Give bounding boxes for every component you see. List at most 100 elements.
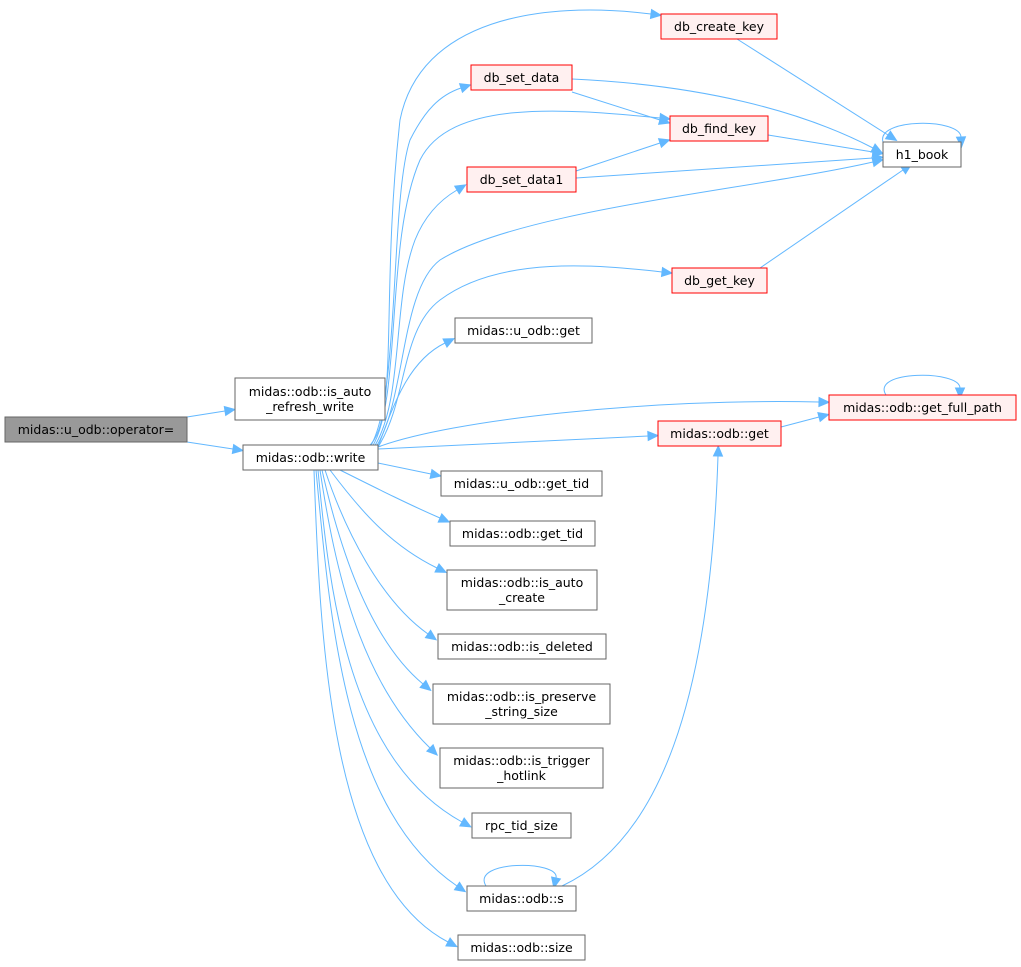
edge-db_create_key-to-h1_book [736, 38, 889, 136]
edge-odb_write-to-is_deleted [324, 469, 429, 635]
edge-db_set_data1-to-db_find_key [575, 142, 661, 172]
node-box[interactable] [466, 166, 577, 193]
node-label: midas::odb::s [479, 891, 564, 906]
node-odb-write[interactable]: midas::odb::write [242, 444, 379, 471]
node-db-get-key[interactable]: db_get_key [671, 267, 768, 294]
node-odb-size[interactable]: midas::odb::size [457, 934, 586, 961]
node-is-preserve-string-size[interactable]: midas::odb::is_preserve_string_size [432, 683, 611, 725]
node-db-find-key[interactable]: db_find_key [669, 115, 769, 142]
arrowhead-odb_write-to-odb_size [445, 937, 458, 948]
arrowhead-odb_write-to-is_preserve_string_size [419, 679, 432, 692]
edge-h1_book-to-h1_book [882, 122, 962, 143]
node-u-odb-operator[interactable]: midas::u_odb::operator= [4, 416, 188, 443]
node-label: midas::odb::get_full_path [843, 400, 1002, 415]
edge-odb_write-to-db_find_key [371, 110, 661, 448]
node-is-deleted[interactable]: midas::odb::is_deleted [437, 633, 607, 660]
arrowhead-odb_write-to-odb_get [647, 430, 660, 442]
node-label: midas::odb::is_auto [461, 575, 584, 590]
arrowhead-odb_s-to-odb_s [550, 876, 562, 889]
arrowhead-odb_write-to-rpc_tid_size [459, 817, 472, 828]
edge-odb_write-to-db_set_data1 [373, 189, 458, 448]
edge-db_set_data-to-h1_book [571, 78, 874, 149]
arrowhead-odb_write-to-is_trigger_hotlink [425, 743, 439, 756]
arrowhead-odb_write-to-u_odb_get_tid [429, 468, 442, 480]
node-rpc-tid-size[interactable]: rpc_tid_size [471, 812, 572, 839]
node-box[interactable] [440, 470, 603, 497]
node-box[interactable] [242, 444, 379, 471]
node-label: midas::odb::is_preserve [447, 689, 597, 704]
edge-odb_write-to-h1_book [375, 161, 874, 448]
node-is-trigger-hotlink[interactable]: midas::odb::is_trigger_hotlink [439, 747, 604, 789]
node-odb-get-tid[interactable]: midas::odb::get_tid [449, 520, 596, 547]
node-u-odb-get[interactable]: midas::u_odb::get [454, 317, 593, 344]
edge-odb_write-to-rpc_tid_size [317, 469, 463, 823]
node-box[interactable] [466, 885, 577, 912]
node-label: midas::odb::size [470, 940, 573, 955]
arrowhead-db_set_data1-to-db_find_key [657, 138, 671, 149]
node-is-auto-create[interactable]: midas::odb::is_auto_create [446, 569, 598, 611]
arrowhead-odb_write-to-is_auto_create [434, 563, 448, 573]
node-box[interactable] [828, 394, 1017, 421]
node-label: db_create_key [674, 19, 765, 34]
node-label: midas::odb::get [670, 426, 769, 441]
edge-odb_write-to-is_preserve_string_size [321, 469, 424, 685]
edge-odb_write-to-is_trigger_hotlink [319, 469, 431, 749]
node-db-create-key[interactable]: db_create_key [660, 13, 778, 40]
arrowhead-u_odb_operator-to-odb_write [231, 443, 245, 455]
arrowhead-odb_write-to-is_deleted [424, 629, 438, 641]
edge-db_set_data1-to-h1_book [575, 157, 874, 179]
edge-odb_write-to-odb_s [315, 469, 458, 887]
node-label: midas::odb::write [256, 450, 366, 465]
edge-odb_write-to-odb_size [313, 469, 449, 943]
node-box[interactable] [4, 416, 188, 443]
arrowhead-odb_write-to-db_set_data [458, 83, 472, 94]
node-is-auto-refresh-write[interactable]: midas::odb::is_auto_refresh_write [234, 377, 386, 421]
arrowhead-get_full_path-to-get_full_path [954, 387, 966, 400]
node-box[interactable] [446, 569, 598, 611]
edge-odb_s-to-odb_s [483, 864, 557, 887]
node-h1-book[interactable]: h1_book [882, 141, 962, 168]
arrowhead-odb_write-to-odb_s [453, 881, 467, 893]
node-box[interactable] [432, 683, 611, 725]
node-label: h1_book [896, 147, 949, 162]
arrowhead-odb_s-to-odb_get [712, 444, 724, 457]
node-label: midas::odb::is_deleted [451, 639, 593, 654]
arrowhead-db_set_data-to-db_find_key [657, 114, 671, 125]
arrowhead-odb_write-to-db_create_key [649, 8, 663, 20]
node-label: midas::u_odb::get [467, 323, 580, 338]
edge-u_odb_operator-to-odb_write [186, 441, 234, 450]
node-label: rpc_tid_size [485, 818, 558, 833]
node-db-set-data[interactable]: db_set_data [470, 64, 573, 91]
node-label: midas::odb::is_trigger [453, 753, 590, 768]
node-label: midas::odb::is_auto [249, 384, 372, 399]
node-box[interactable] [234, 377, 386, 421]
node-box[interactable] [657, 420, 782, 447]
node-box[interactable] [671, 267, 768, 294]
node-box[interactable] [454, 317, 593, 344]
node-box[interactable] [437, 633, 607, 660]
arrowhead-odb_write-to-db_set_data1 [453, 184, 467, 195]
node-box[interactable] [449, 520, 596, 547]
edge-odb_get-to-get_full_path [780, 416, 820, 428]
node-label: _create [498, 590, 545, 605]
node-label: _string_size [484, 704, 558, 719]
node-box[interactable] [470, 64, 573, 91]
node-box[interactable] [439, 747, 604, 789]
node-u-odb-get-tid[interactable]: midas::u_odb::get_tid [440, 470, 603, 497]
edge-odb_write-to-u_odb_get [377, 342, 446, 448]
node-db-set-data1[interactable]: db_set_data1 [466, 166, 577, 193]
node-box[interactable] [660, 13, 778, 40]
node-get-full-path[interactable]: midas::odb::get_full_path [828, 394, 1017, 421]
node-box[interactable] [457, 934, 586, 961]
node-odb-s[interactable]: midas::odb::s [466, 885, 577, 912]
node-box[interactable] [669, 115, 769, 142]
node-odb-get[interactable]: midas::odb::get [657, 420, 782, 447]
arrowhead-odb_get-to-get_full_path [817, 412, 830, 423]
node-label: midas::odb::get_tid [462, 526, 583, 541]
node-box[interactable] [471, 812, 572, 839]
edge-odb_write-to-get_full_path [377, 401, 820, 448]
node-label: db_set_data [484, 70, 560, 85]
node-label: db_set_data1 [480, 172, 564, 187]
node-box[interactable] [882, 141, 962, 168]
